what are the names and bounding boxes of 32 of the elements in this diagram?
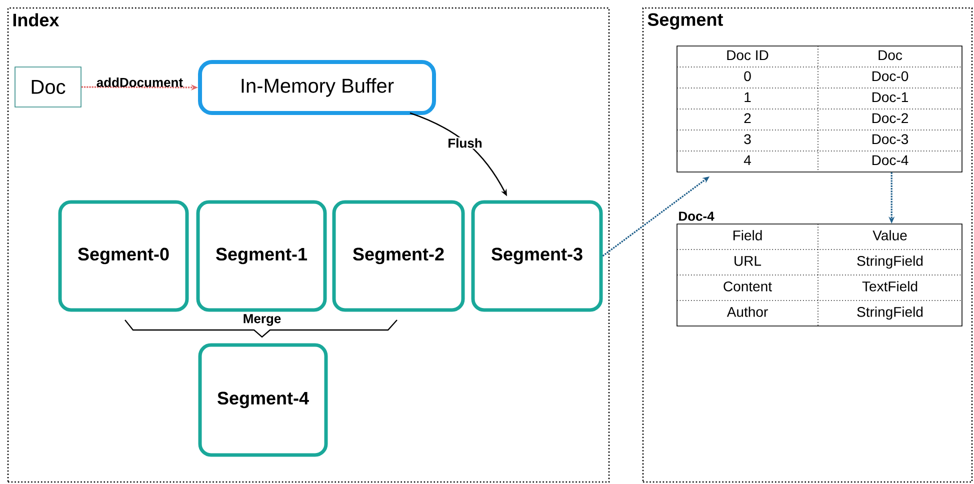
table-cell: 4 <box>744 155 751 165</box>
table-cell: Doc-1 <box>872 92 908 102</box>
table-cell: Doc-2 <box>872 113 908 124</box>
table-cell: URL <box>734 256 762 266</box>
table-cell: Doc-3 <box>872 134 908 144</box>
node-label: Doc-4 <box>679 212 714 221</box>
table-cell: 2 <box>744 113 751 123</box>
table-cell: 0 <box>744 71 751 82</box>
table-cell: Field <box>733 230 762 240</box>
table-cell: Doc-4 <box>872 155 908 166</box>
table-cell: Doc-0 <box>872 71 908 82</box>
table-cell: StringField <box>857 256 923 269</box>
buffer-box: In-Memory Buffer <box>198 60 436 115</box>
edge-label: Flush <box>446 137 484 149</box>
merge-label: Merge <box>244 314 281 326</box>
document-box: Doc <box>14 66 82 108</box>
table-cell: TextField <box>862 281 918 292</box>
table-cell: 3 <box>744 134 751 144</box>
table-cell: StringField <box>857 306 923 320</box>
table-cell: Content <box>724 281 772 292</box>
table-cell: Doc <box>878 50 902 60</box>
table-cell: Value <box>872 230 907 240</box>
table-cell: 1 <box>744 92 751 102</box>
table-cell: Author <box>726 306 768 317</box>
edge-label: addDocument <box>96 78 183 88</box>
segment-box: Segment-0 <box>58 200 189 312</box>
segment-box: Segment-2 <box>332 200 465 312</box>
segment-box: Segment-3 <box>471 200 603 312</box>
segment-box: Segment-4 <box>198 343 328 457</box>
table-cell: Doc ID <box>727 50 768 60</box>
table <box>676 46 962 172</box>
segment-box: Segment-1 <box>196 200 327 312</box>
